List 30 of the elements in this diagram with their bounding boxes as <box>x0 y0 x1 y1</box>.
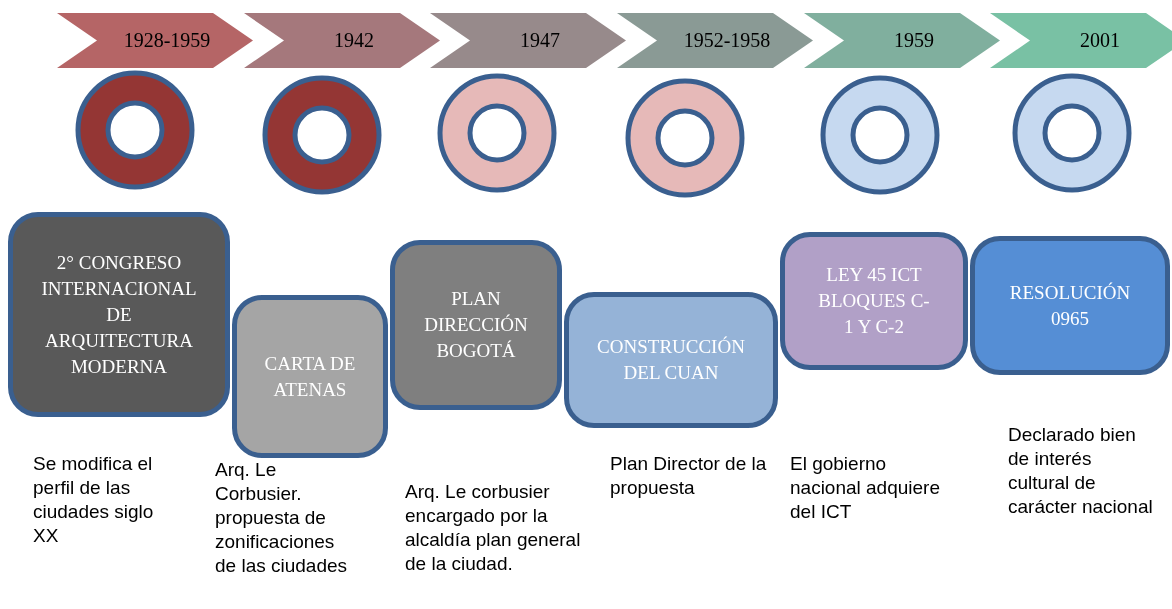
event-box <box>390 240 562 410</box>
ring-marker <box>820 75 940 195</box>
event-title: RESOLUCIÓN 0965 <box>1008 280 1132 331</box>
year-banner: 2001 <box>990 13 1172 68</box>
event-title: CARTA DE ATENAS <box>263 351 357 402</box>
year-banner: 1947 <box>430 13 626 68</box>
event-box <box>8 212 230 417</box>
event-box <box>780 232 968 370</box>
event-box <box>564 292 778 428</box>
event-description: Declarado bien de interés cultural de carácter nacional <box>1008 423 1153 519</box>
ring-marker <box>437 73 557 193</box>
event-description: Arq. Le Corbusier. propuesta de zonificaciones de las ciudades <box>215 458 349 578</box>
ring-marker <box>625 78 745 198</box>
year-banner: 1952-1958 <box>617 13 813 68</box>
event-title: LEY 45 ICT BLOQUES C-1 Y C-2 <box>817 263 931 339</box>
year-banner: 1959 <box>804 13 1000 68</box>
event-box <box>970 236 1170 375</box>
event-box <box>232 295 388 458</box>
year-banner: 1942 <box>244 13 440 68</box>
event-title: 2° CONGRESO INTERNACIONAL DE ARQUITECTURA MODERNA <box>40 250 198 379</box>
ring-marker <box>262 75 382 195</box>
event-description: El gobierno nacional adquiere del ICT <box>790 452 941 524</box>
event-description: Arq. Le corbusier encargado por la alcaldía plan general de la ciudad. <box>405 480 582 576</box>
event-description: Se modifica el perfil de las ciudades siglo XX <box>33 452 155 548</box>
ring-marker <box>75 70 195 190</box>
year-banner: 1928-1959 <box>57 13 253 68</box>
ring-marker <box>1012 73 1132 193</box>
event-description: Plan Director de la propuesta <box>610 452 768 500</box>
event-title: PLAN DIRECCIÓN BOGOTÁ <box>423 287 529 363</box>
event-title: CONSTRUCCIÓN DEL CUAN <box>596 335 746 385</box>
